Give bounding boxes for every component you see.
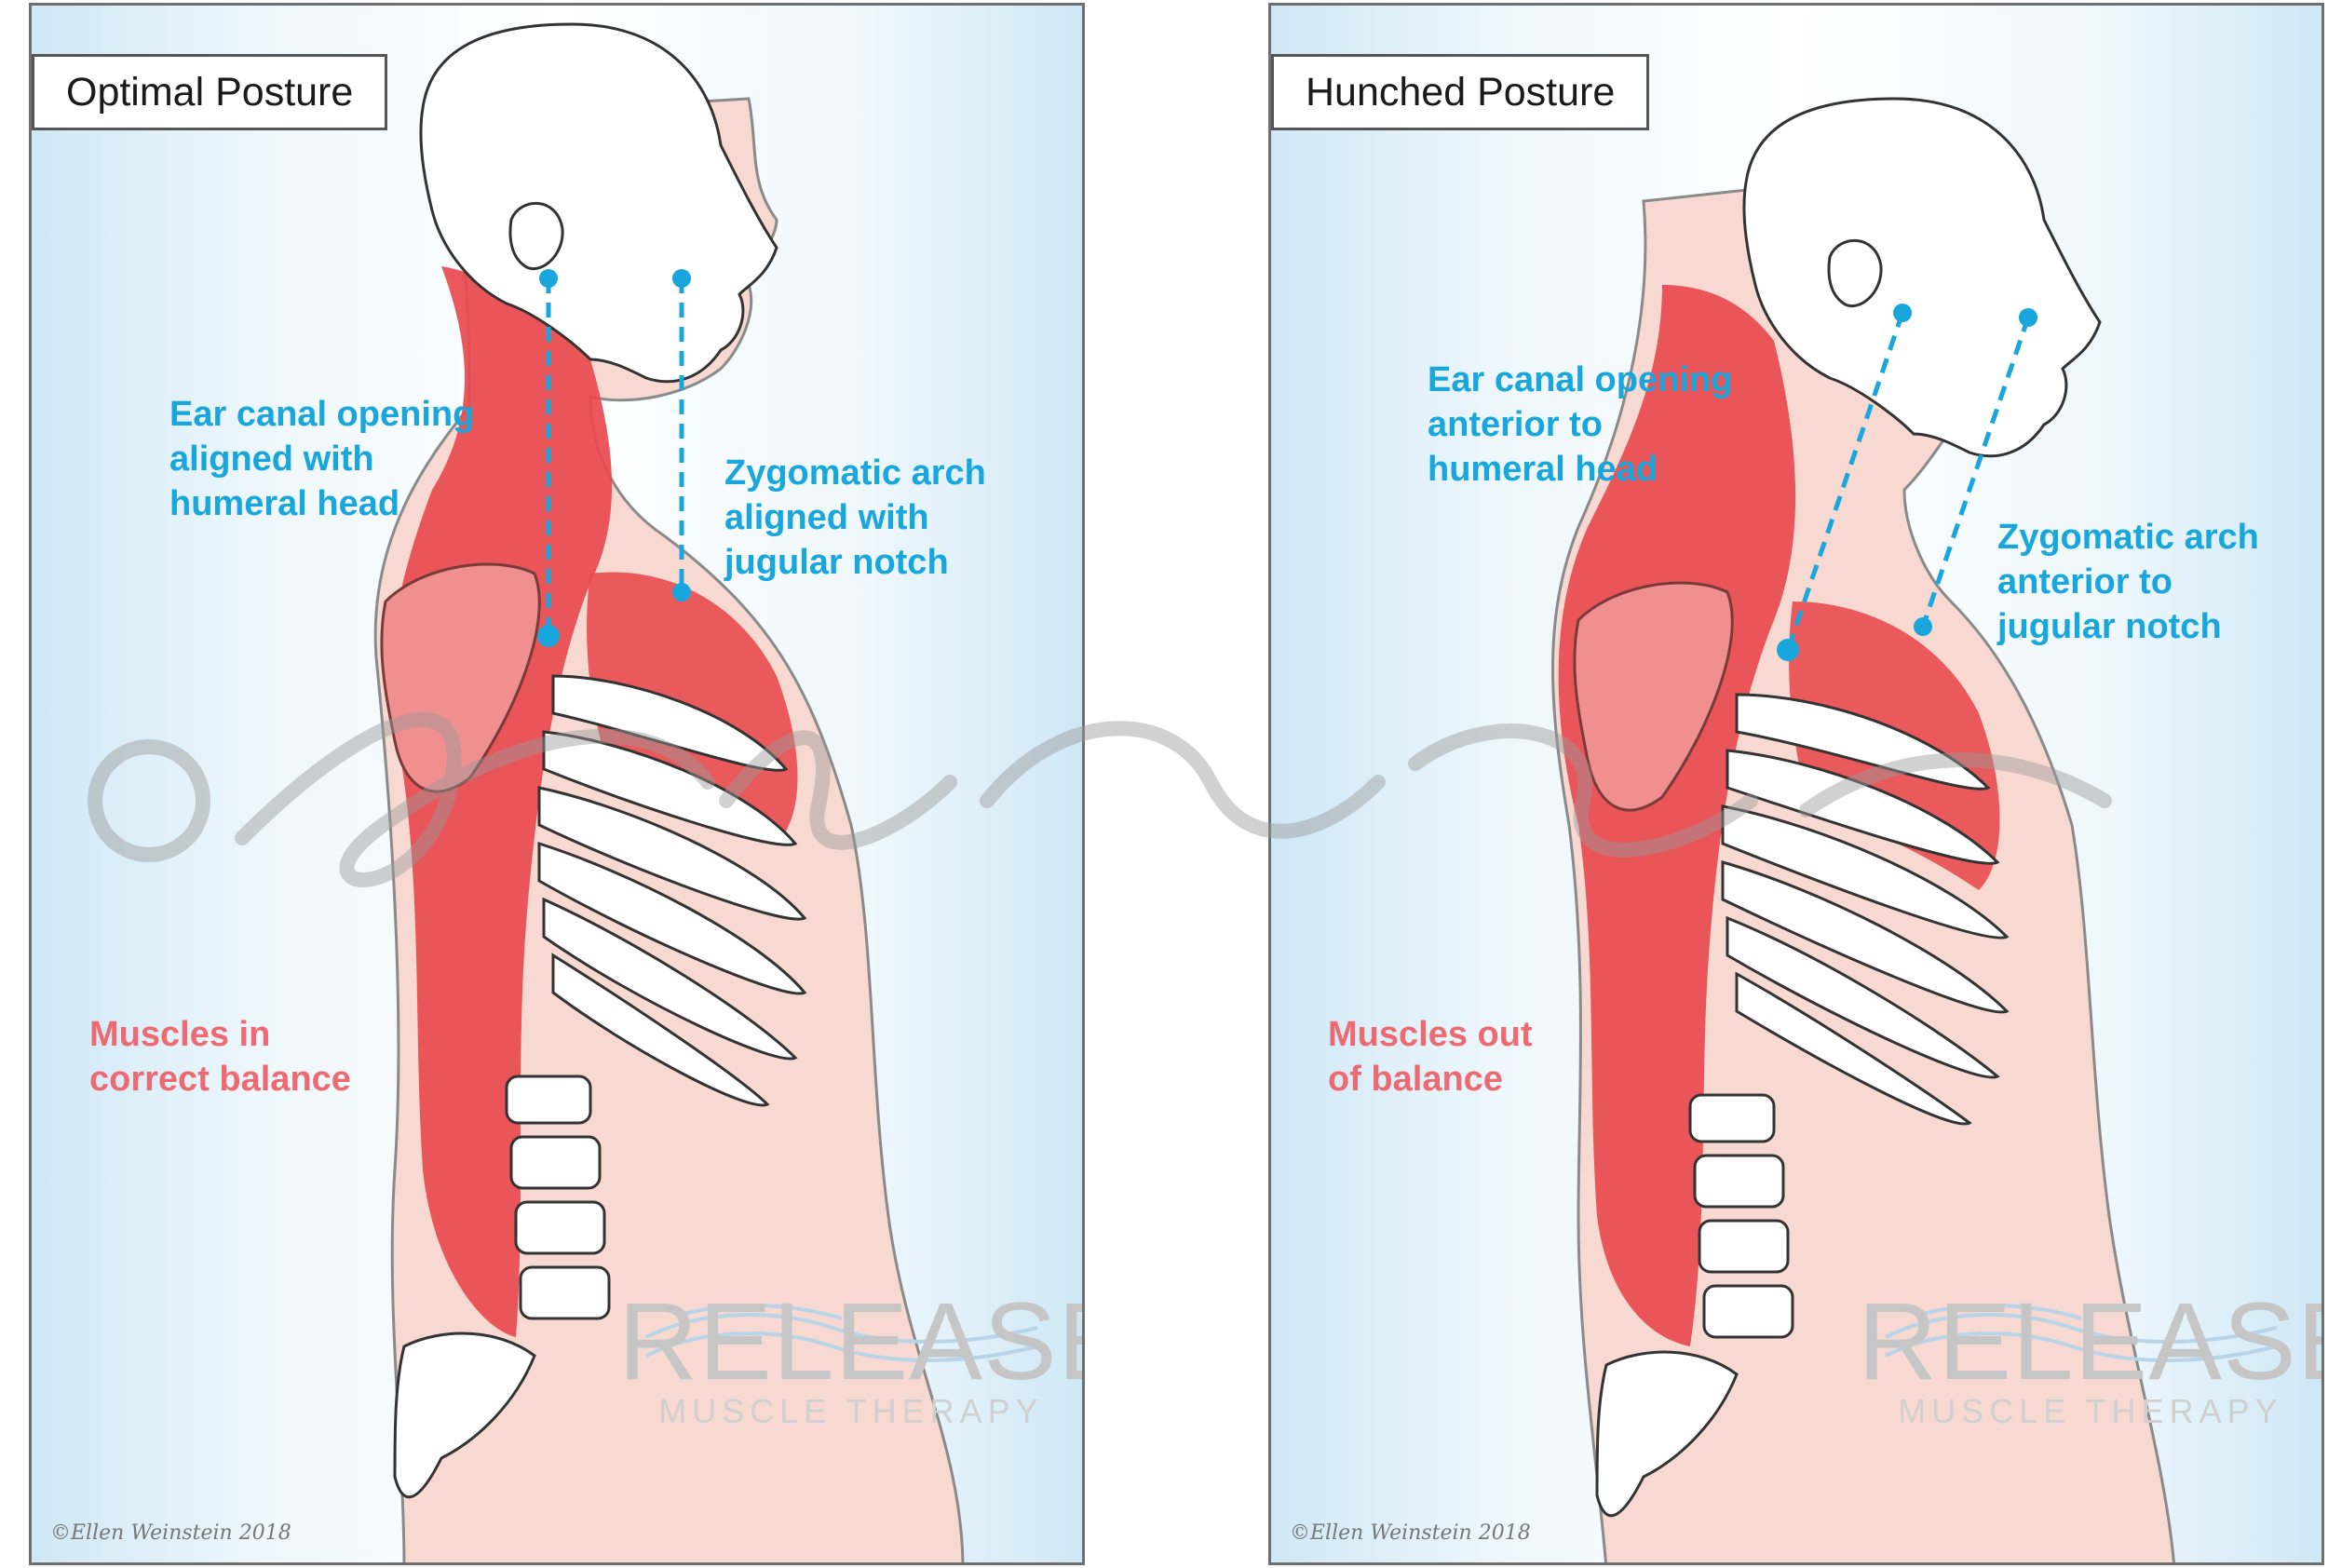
zygomatic-dot <box>2019 308 2037 327</box>
optimal-posture-illustration <box>373 22 1038 1562</box>
ear-canal-annotation: Ear canal opening aligned with humeral h… <box>169 395 475 523</box>
brand-subtitle: MUSCLE THERAPY <box>658 1392 1044 1430</box>
release-brand: RELEASE MUSCLE THERAPY <box>618 1280 1085 1430</box>
hunched-posture-panel: Hunched Posture Ear canal opening anteri… <box>1268 3 2324 1565</box>
sacrum <box>393 1331 536 1499</box>
zygomatic-arch-annotation: Zygomatic arch anterior to jugular notch <box>1997 518 2259 646</box>
brand-name: RELEASE <box>618 1280 1085 1403</box>
release-logo-icon <box>1885 1303 2278 1362</box>
ear-alignment-line <box>1785 312 1905 651</box>
scapula <box>380 562 541 793</box>
spine <box>505 1075 611 1320</box>
humeral-head-dot <box>537 625 560 647</box>
ear <box>508 201 564 271</box>
ear <box>1827 238 1883 308</box>
artist-signature: ©Ellen Weinstein 2018 <box>50 1521 291 1545</box>
zygomatic-arch-annotation: Zygomatic arch aligned with jugular notc… <box>724 453 986 582</box>
hunched-posture-illustration <box>1551 97 2278 1562</box>
humeral-head-dot <box>1777 639 1799 661</box>
ear-canal-dot <box>1893 304 1912 322</box>
optimal-posture-panel: Optimal Posture Ear canal opening aligne… <box>29 3 1085 1565</box>
muscle-balance-annotation: Muscles in correct balance <box>89 1015 351 1099</box>
artist-signature: ©Ellen Weinstein 2018 <box>1290 1521 1531 1545</box>
back-muscle <box>390 266 613 1337</box>
panel-title: Optimal Posture <box>32 54 388 130</box>
ribcage <box>1721 693 2010 1126</box>
jugular-notch-dot <box>672 583 691 602</box>
zygomatic-dot <box>672 269 691 288</box>
sacrum <box>1595 1350 1739 1518</box>
zygomatic-alignment-line <box>1920 317 2031 628</box>
ear-canal-annotation: Ear canal opening anterior to humeral he… <box>1428 360 1733 489</box>
back-muscle <box>1558 285 1796 1346</box>
spine <box>1688 1093 1794 1339</box>
jugular-notch-dot <box>1914 617 1932 636</box>
ear-canal-dot <box>539 269 558 288</box>
release-brand: RELEASE MUSCLE THERAPY <box>1858 1280 2324 1430</box>
skull <box>419 22 778 384</box>
brand-subtitle: MUSCLE THERAPY <box>1898 1392 2283 1430</box>
panel-title: Hunched Posture <box>1271 54 1650 130</box>
release-logo-icon <box>645 1303 1038 1362</box>
scapula <box>1573 581 1734 812</box>
muscle-balance-annotation: Muscles out of balance <box>1328 1015 1533 1099</box>
brand-name: RELEASE <box>1858 1280 2324 1403</box>
ribcage <box>537 674 807 1107</box>
